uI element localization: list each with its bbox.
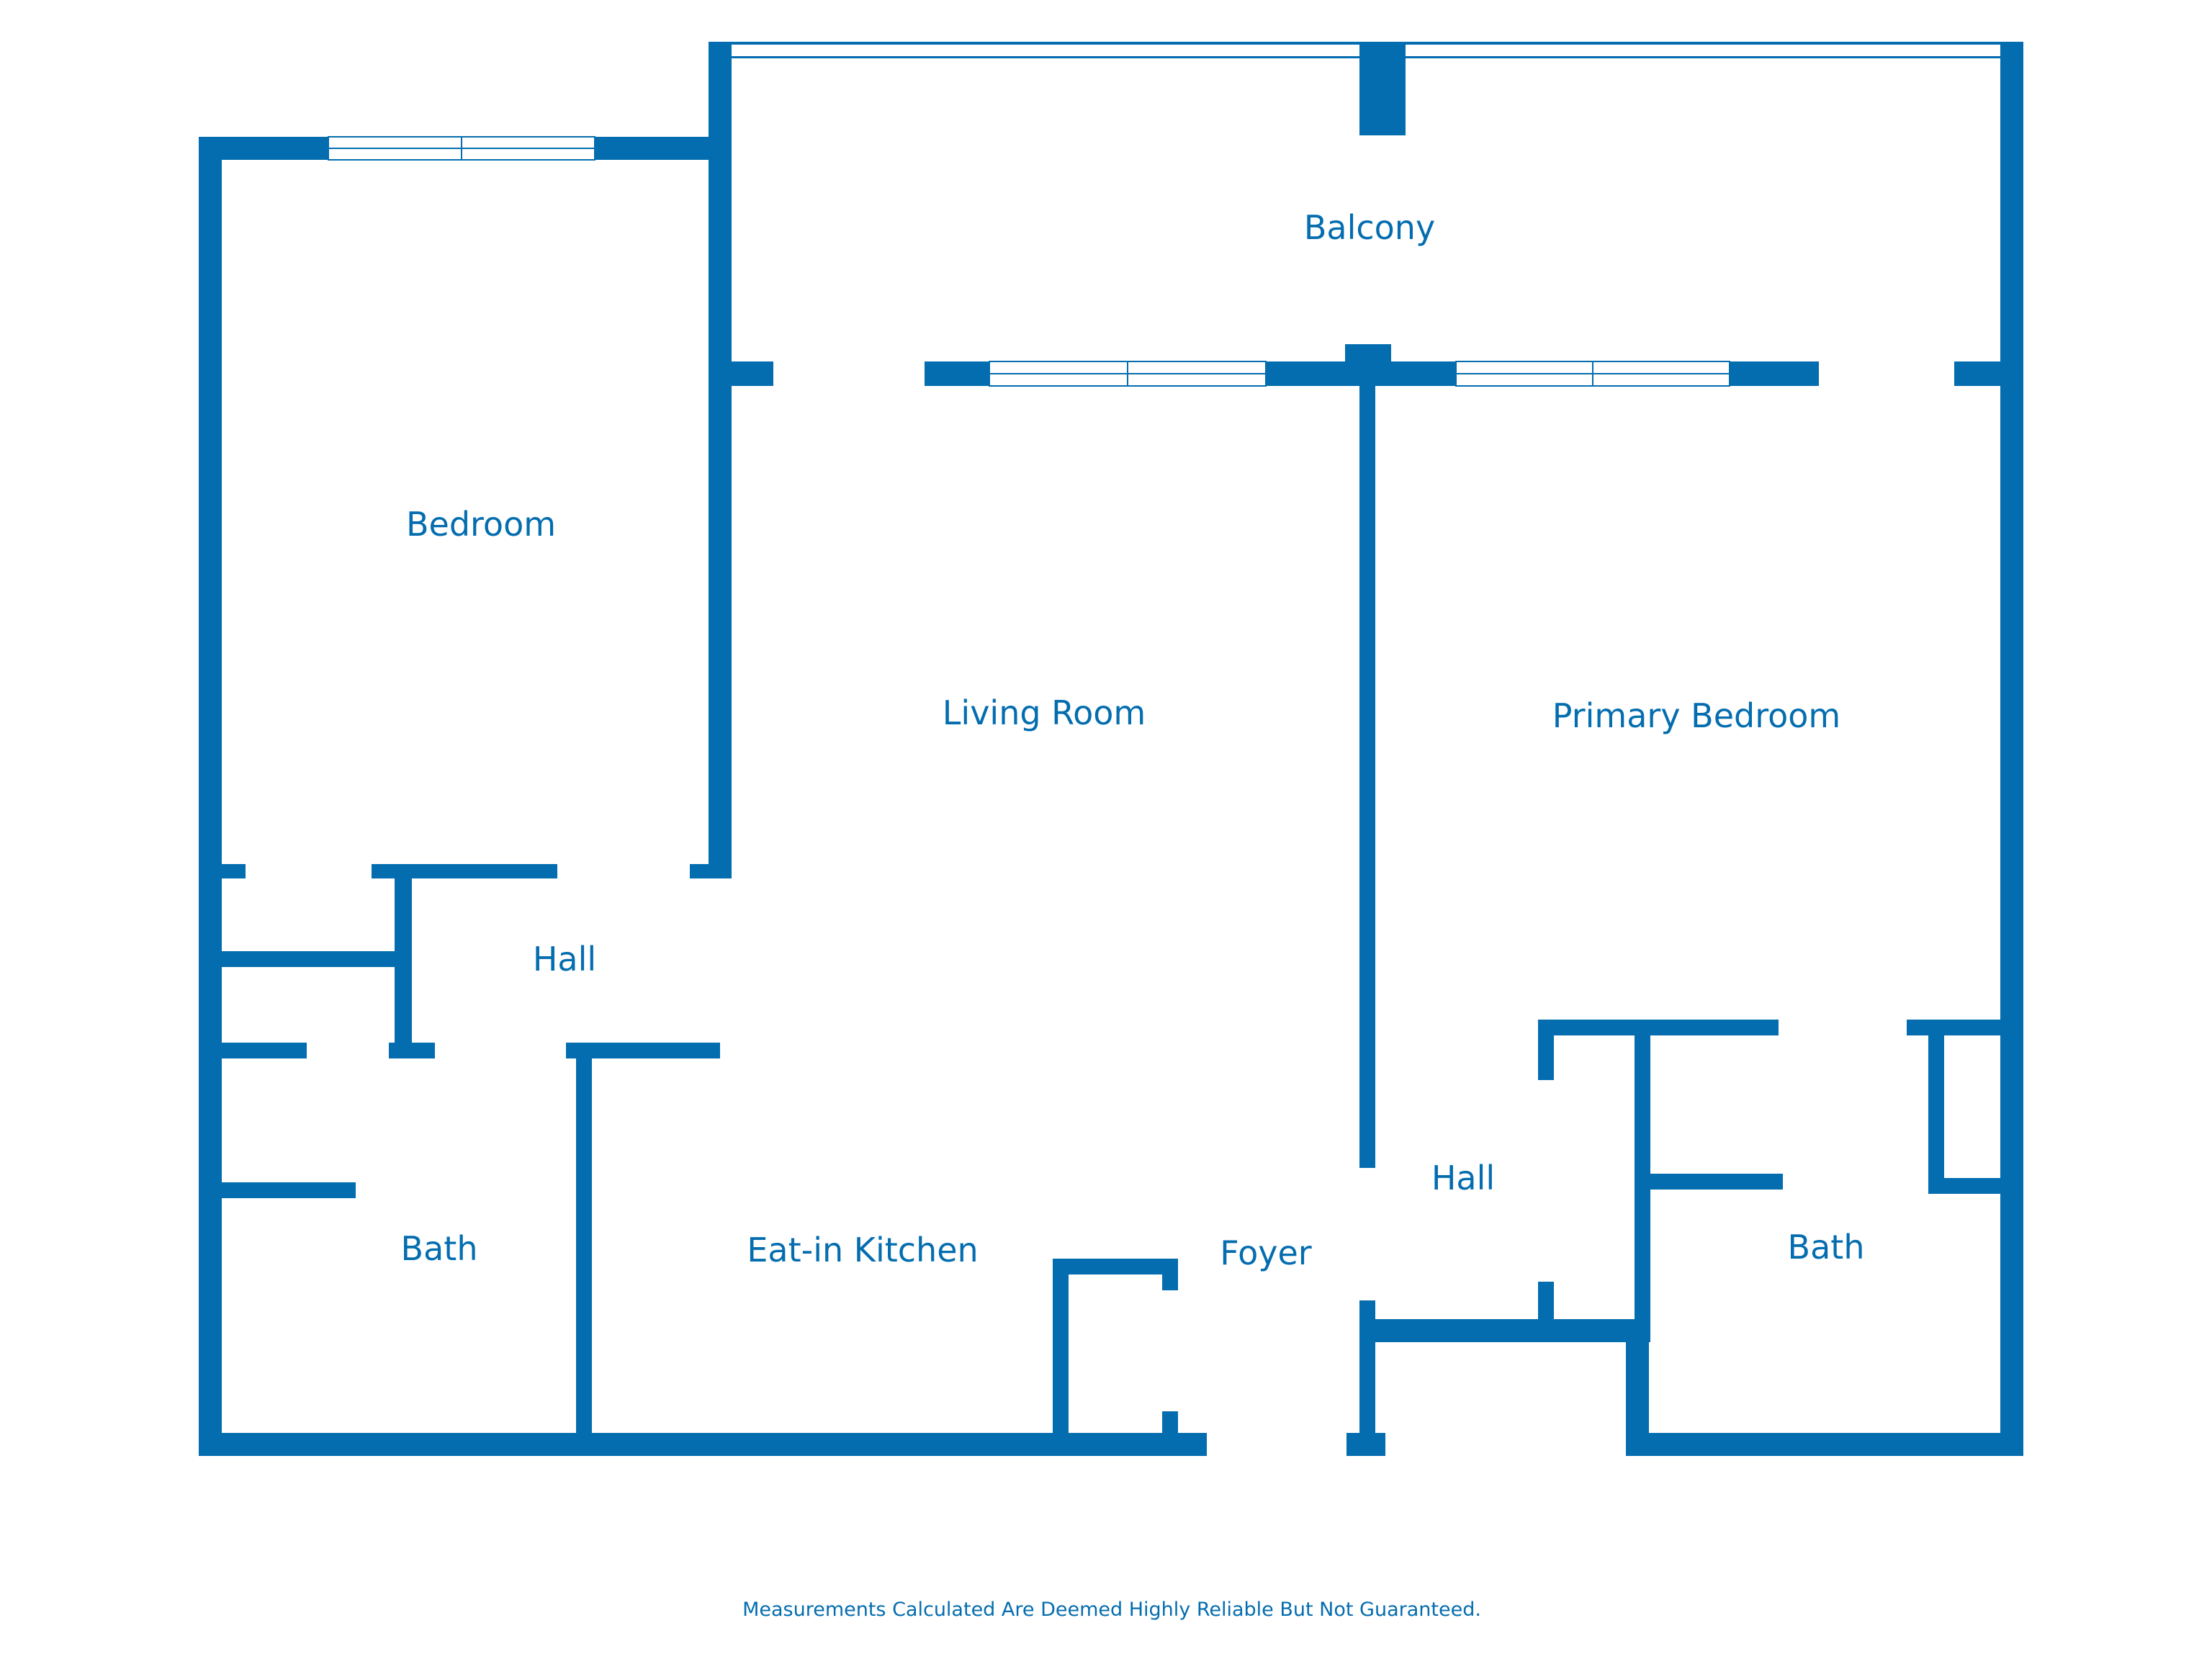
wall-shower-bottom — [1928, 1178, 2023, 1194]
foyer-label: Foyer — [1220, 1233, 1311, 1272]
wall-bath-kitchen — [576, 1043, 592, 1446]
primary-bedroom-label: Primary Bedroom — [1552, 696, 1840, 735]
wall-hall-bottom-b — [389, 1043, 435, 1058]
wall-closet-right — [1635, 1020, 1650, 1342]
hall-right-label: Hall — [1431, 1159, 1495, 1197]
wall-right-hall-bottom — [1359, 1319, 1640, 1342]
wall-balcony-column — [1359, 42, 1406, 135]
wall-pantry-right-a — [1162, 1259, 1178, 1290]
wall-balcony-bottom-e — [1954, 361, 2023, 386]
wall-bath-fixture-right — [1649, 1174, 1783, 1190]
wall-bedroom-bottom-a — [199, 864, 246, 878]
wall-bottom-left — [199, 1433, 1207, 1456]
kitchen-label: Eat-in Kitchen — [747, 1231, 978, 1269]
wall-balcony-bottom-d — [1730, 361, 1819, 386]
wall-bedroom-bottom-c — [690, 864, 732, 878]
wall-pantry-top — [1053, 1259, 1178, 1274]
wall-closet-left-b — [1538, 1282, 1554, 1342]
wall-living-primary — [1359, 361, 1375, 1168]
room-labels: Balcony Bedroom Living Room Primary Bedr… — [401, 208, 1865, 1272]
wall-left-exterior — [199, 137, 222, 1455]
footer-disclaimer: Measurements Calculated Are Deemed Highl… — [742, 1599, 1481, 1621]
balcony-label: Balcony — [1304, 208, 1435, 247]
wall-pantry-right-b — [1162, 1411, 1178, 1447]
wall-primary-bath-top-a — [1538, 1020, 1779, 1035]
wall-hall-bottom-a — [199, 1043, 307, 1058]
wall-bath-fixture — [222, 1182, 356, 1198]
wall-bedroom-bottom-b — [372, 864, 557, 878]
hall-left-label: Hall — [533, 940, 596, 979]
wall-right-exterior — [2000, 42, 2023, 1456]
walls — [199, 42, 2023, 1456]
wall-bottom-right — [1627, 1433, 2023, 1456]
wall-primary-bath-top-b — [1907, 1020, 2023, 1035]
wall-balcony-bottom-a — [709, 361, 773, 386]
wall-bedroom-right — [709, 43, 732, 878]
wall-balcony-bottom-b — [925, 361, 989, 386]
openings — [328, 136, 1730, 387]
bath-left-label: Bath — [401, 1229, 478, 1268]
wall-hall-bottom-c — [566, 1043, 720, 1058]
living-room-label: Living Room — [943, 693, 1146, 732]
wall-shower-left — [1928, 1035, 1944, 1194]
wall-pantry-left — [1053, 1259, 1069, 1447]
bath-right-label: Bath — [1788, 1228, 1865, 1267]
wall-closet-left-a — [1538, 1020, 1554, 1080]
wall-closet-shelf — [222, 951, 406, 967]
bedroom-label: Bedroom — [406, 505, 556, 544]
